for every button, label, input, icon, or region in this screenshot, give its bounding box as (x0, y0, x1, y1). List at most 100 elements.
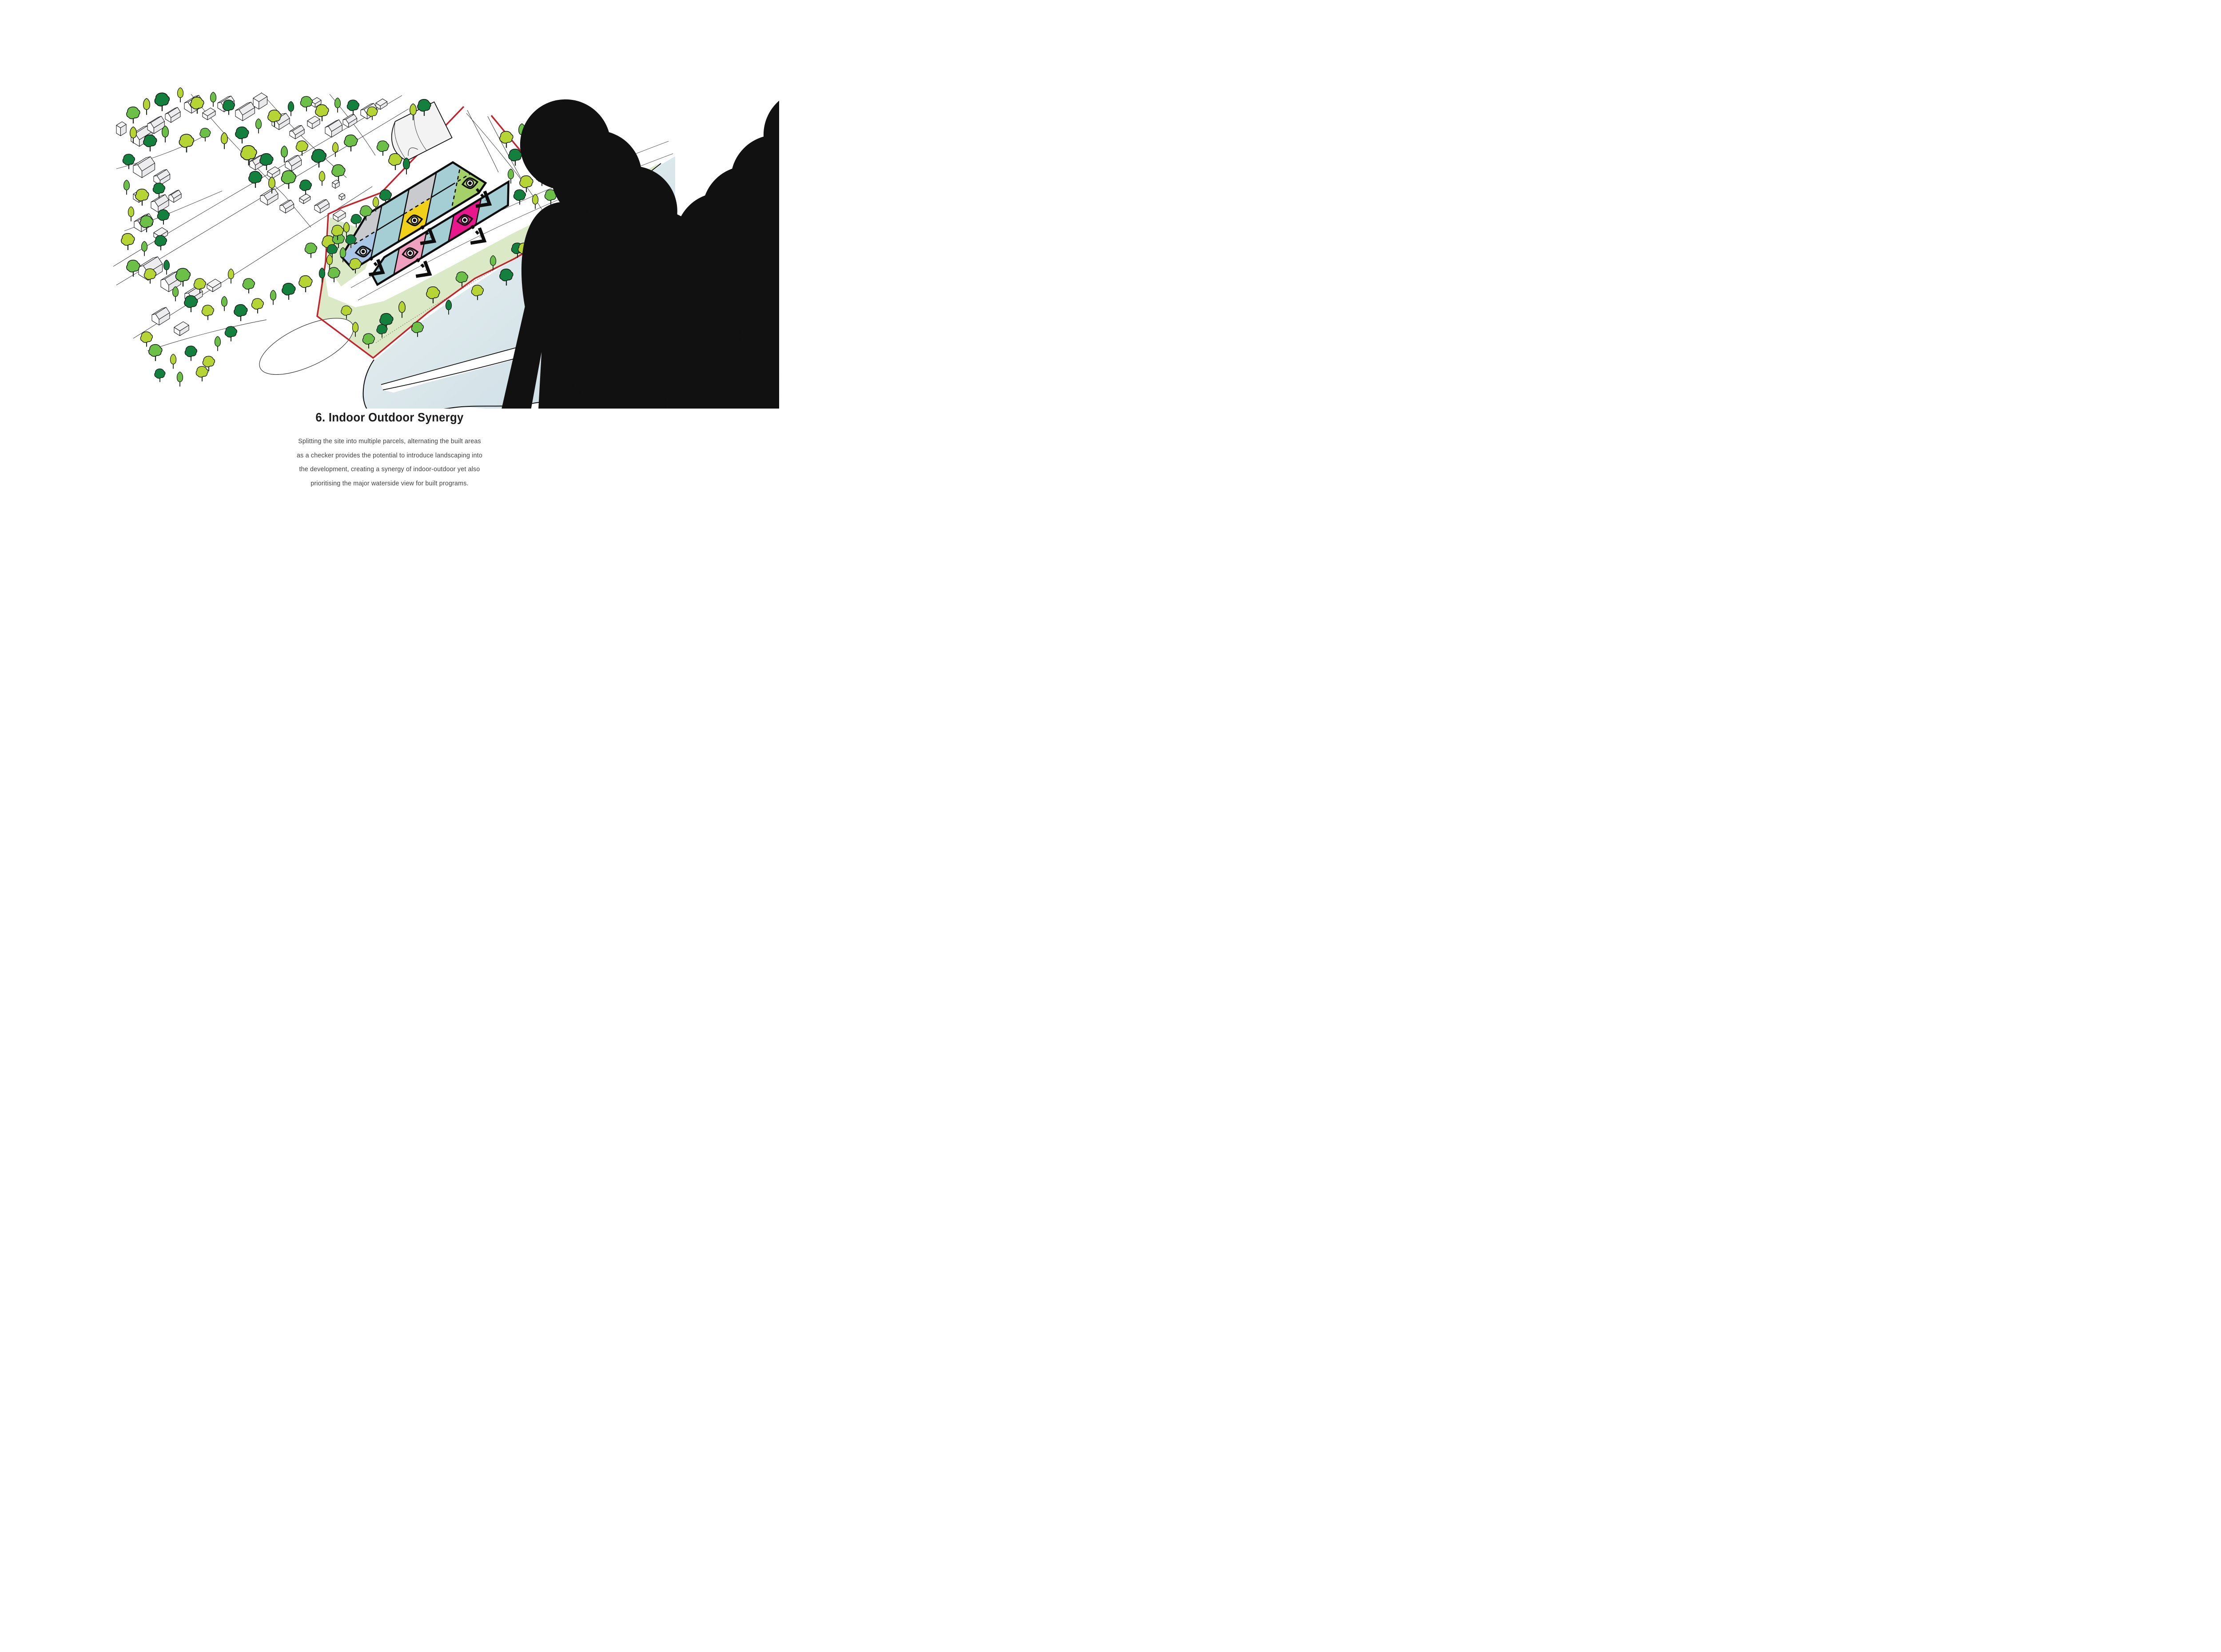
context-building (133, 156, 155, 178)
tree-icon (240, 145, 257, 166)
tree-icon (255, 118, 262, 134)
tree-icon (304, 242, 317, 258)
tree-icon (299, 179, 312, 195)
tree-icon (221, 296, 228, 311)
tree-icon (403, 157, 410, 175)
context-building (285, 155, 302, 171)
tree-icon (141, 241, 148, 256)
view-arrow-chevron (420, 227, 437, 245)
tree-icon (214, 336, 221, 351)
context-building (325, 119, 342, 138)
tree-icon (318, 267, 326, 283)
context-building (168, 190, 182, 203)
tree-icon (221, 132, 228, 149)
tree-icon (411, 322, 424, 337)
tree-icon (267, 109, 282, 127)
tree-icon (143, 98, 150, 115)
view-arrow (369, 256, 380, 270)
tree-icon (154, 368, 166, 382)
tree-icon (172, 286, 179, 302)
tree-icon (341, 305, 352, 319)
view-arrow-chevron (369, 259, 385, 277)
tree-icon (532, 194, 539, 209)
context-building (314, 199, 330, 214)
tree-icon (410, 103, 417, 120)
tree-icon (326, 244, 338, 258)
tree-icon (326, 254, 333, 270)
site-plan-illustration: .crown{fill:#6cbf47;} use[style*="--c:#1… (113, 87, 779, 409)
tree-icon (350, 214, 362, 228)
tree-icon (499, 131, 513, 148)
tree-icon (318, 171, 326, 186)
tree-icon (140, 331, 153, 347)
view-arrow (420, 225, 432, 238)
tree-icon (154, 92, 170, 111)
eye-icon (402, 247, 419, 259)
eye-icon (461, 177, 479, 189)
tree-icon (234, 304, 248, 321)
tree-icon (184, 345, 197, 361)
tree-icon (170, 353, 177, 369)
eye-icon (406, 214, 423, 226)
parcel-teal (425, 162, 462, 226)
context-building (116, 121, 127, 136)
tree-icon (177, 87, 184, 103)
tree-icon (331, 225, 344, 240)
tree-icon (123, 179, 130, 195)
tree-icon (154, 235, 167, 250)
people-layer (494, 89, 779, 409)
tree-icon (327, 267, 340, 282)
tree-icon (332, 142, 339, 157)
tree-icon (259, 153, 274, 170)
tree-icon (122, 154, 135, 169)
tree-icon (242, 278, 255, 294)
tree-icon (426, 286, 440, 303)
description-line: Splitting the site into multiple parcels… (298, 437, 481, 445)
tree-icon (499, 268, 513, 286)
tree-icon (359, 205, 372, 221)
eye-icon (354, 246, 372, 258)
tree-icon (490, 255, 497, 270)
tree-icon (287, 101, 295, 116)
vaulted-building (391, 101, 453, 161)
tree-icon (126, 106, 140, 123)
view-arrow-chevron (415, 260, 432, 278)
tree-icon (268, 176, 275, 194)
tree-icon (176, 371, 183, 387)
tree-icon (379, 189, 392, 205)
tree-icon (349, 258, 362, 274)
tree-icon (202, 356, 215, 371)
tree-icon (224, 326, 237, 342)
context-building (151, 307, 170, 326)
view-arrow-chevron (470, 227, 487, 245)
tree-icon (366, 106, 378, 120)
tree-icon (143, 134, 157, 151)
tree-icon (281, 145, 288, 163)
context-building (165, 107, 181, 123)
tree-icon (222, 99, 235, 115)
description: Splitting the site into multiple parcels… (20, 434, 760, 490)
context-building (174, 321, 189, 336)
context-building (299, 193, 311, 204)
tree-icon (248, 171, 263, 188)
tree-icon (339, 247, 346, 262)
tree-icon (379, 313, 394, 330)
tree-icon (455, 271, 468, 287)
context-building (151, 194, 169, 213)
context-building (260, 188, 279, 206)
view-arrow (475, 188, 487, 201)
context-building (207, 278, 221, 292)
tree-icon (139, 215, 154, 232)
tree-icon (508, 148, 522, 166)
tree-icon (334, 97, 341, 113)
tree-icon (148, 344, 163, 361)
tree-icon (507, 168, 514, 184)
tree-icon (315, 104, 329, 121)
tree-icon (135, 188, 149, 206)
tree-icon (388, 153, 402, 170)
description-line: prioritising the major waterside view fo… (310, 479, 469, 487)
tree-icon (519, 175, 533, 192)
caption-block: 6. Indoor Outdoor Synergy Splitting the … (0, 410, 779, 490)
tree-icon (201, 305, 214, 320)
tree-icon (417, 99, 431, 116)
